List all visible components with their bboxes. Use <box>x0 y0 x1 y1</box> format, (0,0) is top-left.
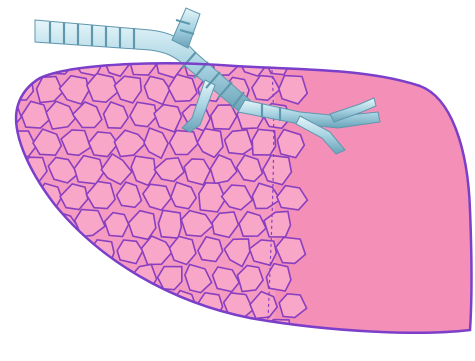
lobule-cell <box>154 321 184 346</box>
lobule-cell <box>62 292 90 318</box>
lobule-cell <box>21 51 47 74</box>
lobule-cell <box>34 239 62 265</box>
lobule-cell <box>36 294 64 315</box>
lobule-cell <box>0 159 22 182</box>
lobule-cell <box>237 317 266 345</box>
lobule-cell <box>0 267 20 289</box>
lobule-cell <box>213 321 240 345</box>
lobule-cell <box>0 209 22 240</box>
lobule-cell <box>60 240 88 266</box>
lobule-cell <box>158 210 181 238</box>
lobule-cells <box>0 47 307 347</box>
lobule-cell <box>0 320 20 346</box>
lobule-cell <box>20 211 48 236</box>
lobule-cell <box>75 263 105 292</box>
lobule-cell <box>142 292 170 318</box>
lobule-cell <box>9 183 38 211</box>
lobule-cell <box>21 263 49 293</box>
lobule-cell <box>89 292 118 317</box>
lobule-cell <box>47 319 74 345</box>
lobule-cell <box>103 319 130 343</box>
lobule-cell <box>114 291 142 317</box>
lobule-cell <box>252 129 275 155</box>
lobule-cell <box>9 239 35 265</box>
lobule-cell <box>77 320 100 346</box>
lobule-cell <box>131 318 155 345</box>
lobule-region <box>0 47 307 361</box>
lobule-cell <box>49 265 77 289</box>
lobule-cell <box>20 317 46 347</box>
lobule-cell <box>8 293 38 319</box>
lobule-cell <box>182 317 211 347</box>
lobule-cell <box>0 49 22 73</box>
